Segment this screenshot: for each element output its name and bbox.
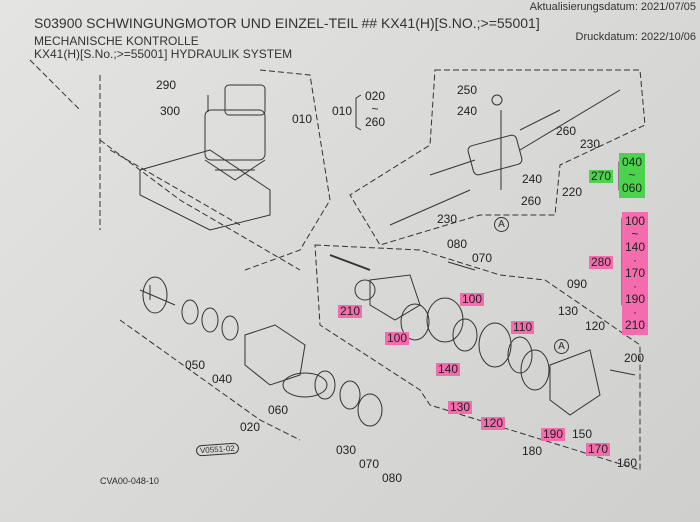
separator-dot: · <box>633 305 638 319</box>
part-label: 070 <box>472 251 493 265</box>
part-label: 010 <box>292 112 313 126</box>
part-label-highlighted: 190 <box>541 427 566 441</box>
part-label: 100 <box>625 214 646 228</box>
part-label: 290 <box>156 78 177 92</box>
part-label: 010 <box>332 104 353 118</box>
part-label: 020 <box>240 420 261 434</box>
part-label: 060 <box>268 403 289 417</box>
part-label-highlighted: 210 <box>338 304 363 318</box>
part-label: 040 <box>212 372 233 386</box>
part-range-040-060: 040 ~ 060 <box>619 153 646 198</box>
part-label: 050 <box>185 358 206 372</box>
print-date: Druckdatum: 2022/10/06 <box>575 31 696 43</box>
part-label-highlighted: 110 <box>511 320 535 334</box>
part-label: 180 <box>522 444 543 458</box>
part-label: 120 <box>585 319 606 333</box>
part-label-highlighted: 100 <box>385 331 410 345</box>
part-label-highlighted: 120 <box>481 416 506 430</box>
part-label: 250 <box>457 83 478 97</box>
part-label: 080 <box>447 237 468 251</box>
part-label: 300 <box>160 104 181 118</box>
part-label: 080 <box>382 471 403 485</box>
part-label: 130 <box>558 304 579 318</box>
part-label: 200 <box>624 351 645 365</box>
subtitle-2: KX41(H)[S.No.;>=55001] HYDRAULIK SYSTEM <box>34 47 293 61</box>
reference-circle-a: A <box>554 339 569 354</box>
part-label: 070 <box>359 457 380 471</box>
part-label: 060 <box>622 181 643 195</box>
part-label: 230 <box>437 212 458 226</box>
part-label-highlighted: 130 <box>448 400 473 414</box>
part-label: 220 <box>562 185 583 199</box>
drawing-code: CVA00-048-10 <box>100 476 159 486</box>
part-label: 240 <box>522 172 543 186</box>
part-label: 030 <box>336 443 357 457</box>
part-label: 140 <box>625 240 646 254</box>
page-title: S03900 SCHWINGUNGMOTOR UND EINZEL-TEIL #… <box>34 15 540 31</box>
range-tilde: ~ <box>631 227 639 241</box>
part-label-highlighted: 170 <box>586 442 611 456</box>
part-label: 210 <box>625 318 646 332</box>
separator-dot: · <box>633 253 638 267</box>
part-label-highlighted: 280 <box>589 255 614 269</box>
part-range-100-210: 100 ~ 140 · 170 · 190 · 210 <box>622 212 649 335</box>
part-label: 190 <box>625 292 646 306</box>
part-label: 230 <box>580 137 601 151</box>
update-date: Aktualisierungsdatum: 2021/07/05 <box>529 1 696 13</box>
part-label: 260 <box>556 124 577 138</box>
part-label: 160 <box>617 456 638 470</box>
range-tilde: ~ <box>371 102 379 116</box>
range-tilde: ~ <box>628 168 636 182</box>
reference-circle-a: A <box>494 217 509 232</box>
part-label: 260 <box>365 115 386 129</box>
part-label: 040 <box>622 155 643 169</box>
part-label: 170 <box>625 266 646 280</box>
part-label: 240 <box>457 104 478 118</box>
part-range-020-260: 020 ~ 260 <box>365 90 385 129</box>
part-label: 090 <box>567 277 588 291</box>
part-label: 150 <box>572 427 593 441</box>
part-label-highlighted: 270 <box>589 169 614 183</box>
part-label-highlighted: 140 <box>436 362 461 376</box>
part-label: 260 <box>521 194 542 208</box>
part-label-highlighted: 100 <box>460 292 485 306</box>
subtitle-1: MECHANISCHE KONTROLLE <box>34 34 199 48</box>
separator-dot: · <box>633 279 638 293</box>
part-label: 020 <box>365 89 386 103</box>
